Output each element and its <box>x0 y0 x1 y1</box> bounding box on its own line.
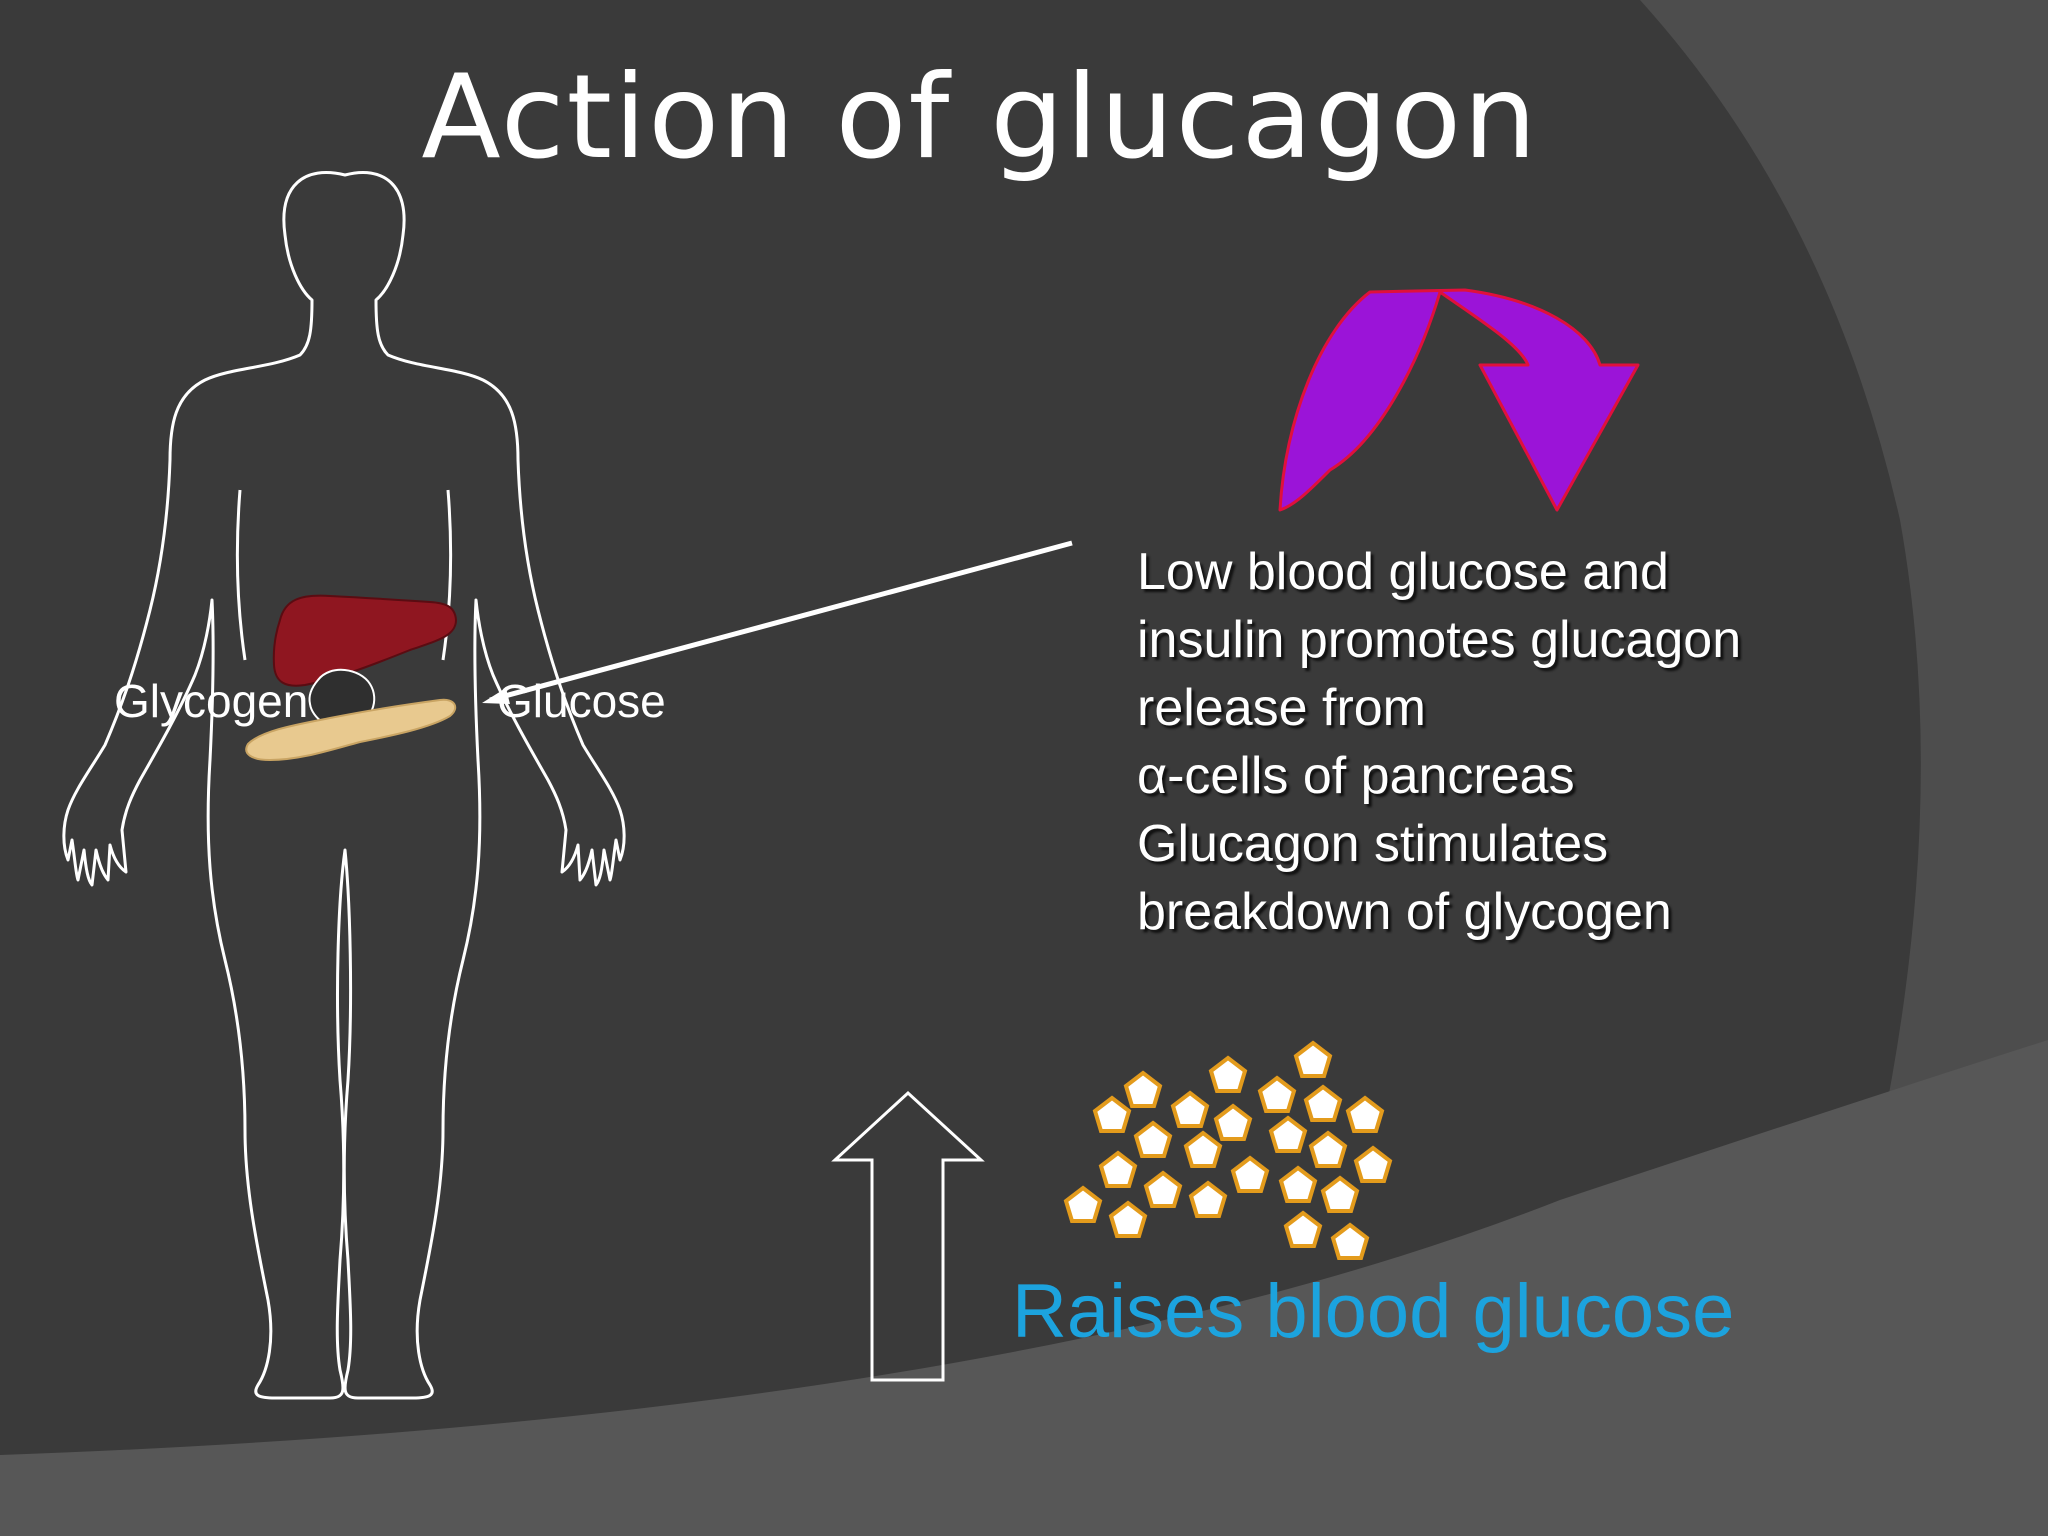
body-line: insulin promotes glucagon <box>1137 611 1742 669</box>
glucose-molecule-icon <box>1320 1175 1360 1213</box>
glucose-molecules <box>1063 1040 1393 1260</box>
body-line: breakdown of glycogen <box>1137 883 1672 941</box>
glucose-molecule-icon <box>1123 1070 1163 1108</box>
curved-down-arrow-icon <box>1278 288 1640 512</box>
glucose-molecule-icon <box>1230 1155 1270 1193</box>
body-text: Low blood glucose and insulin promotes g… <box>1137 538 2017 946</box>
glucose-molecule-icon <box>1170 1090 1210 1128</box>
body-line: Glucagon stimulates <box>1137 815 1609 873</box>
glucose-molecule-icon <box>1345 1095 1385 1133</box>
glucose-molecule-icon <box>1063 1185 1103 1223</box>
label-glucose: Glucose <box>497 675 666 727</box>
glucose-molecule-icon <box>1330 1222 1370 1260</box>
glucose-molecule-icon <box>1353 1145 1393 1183</box>
glucose-molecule-icon <box>1143 1170 1183 1208</box>
glucose-molecule-icon <box>1257 1075 1297 1113</box>
body-line: release from <box>1137 679 1426 737</box>
decorative-swoosh-bottom <box>0 1040 2048 1536</box>
glucose-molecule-icon <box>1133 1120 1173 1158</box>
up-arrow-icon <box>831 1090 985 1382</box>
pointer-line <box>489 540 1073 703</box>
glucose-molecule-icon <box>1208 1055 1248 1093</box>
glucose-molecule-icon <box>1183 1130 1223 1168</box>
glucose-molecule-icon <box>1098 1150 1138 1188</box>
glucose-molecule-icon <box>1108 1200 1148 1238</box>
glucose-molecule-icon <box>1092 1095 1132 1133</box>
body-line: Low blood glucose and <box>1137 543 1669 601</box>
liver-icon <box>272 594 458 687</box>
decorative-swoosh-right <box>1640 0 2048 1140</box>
glucose-molecule-icon <box>1303 1084 1343 1122</box>
slide-title: Action of glucagon <box>421 50 1539 185</box>
body-line: α-cells of pancreas <box>1137 747 1575 805</box>
human-body-outline <box>62 171 626 1400</box>
pancreas-icon <box>245 698 457 762</box>
label-glycogen: Glycogen <box>114 675 309 727</box>
glucose-molecule-icon <box>1283 1210 1323 1248</box>
glucose-molecule-icon <box>1188 1180 1228 1218</box>
glucose-molecule-icon <box>1278 1165 1318 1203</box>
glucose-molecule-icon <box>1293 1040 1333 1078</box>
pointer-arrowhead <box>482 688 510 704</box>
glucose-molecule-icon <box>1268 1115 1308 1153</box>
raises-blood-glucose-text: Raises blood glucose <box>1012 1269 1735 1354</box>
glucose-molecule-icon <box>1308 1130 1348 1168</box>
glucose-molecule-icon <box>1213 1103 1253 1141</box>
